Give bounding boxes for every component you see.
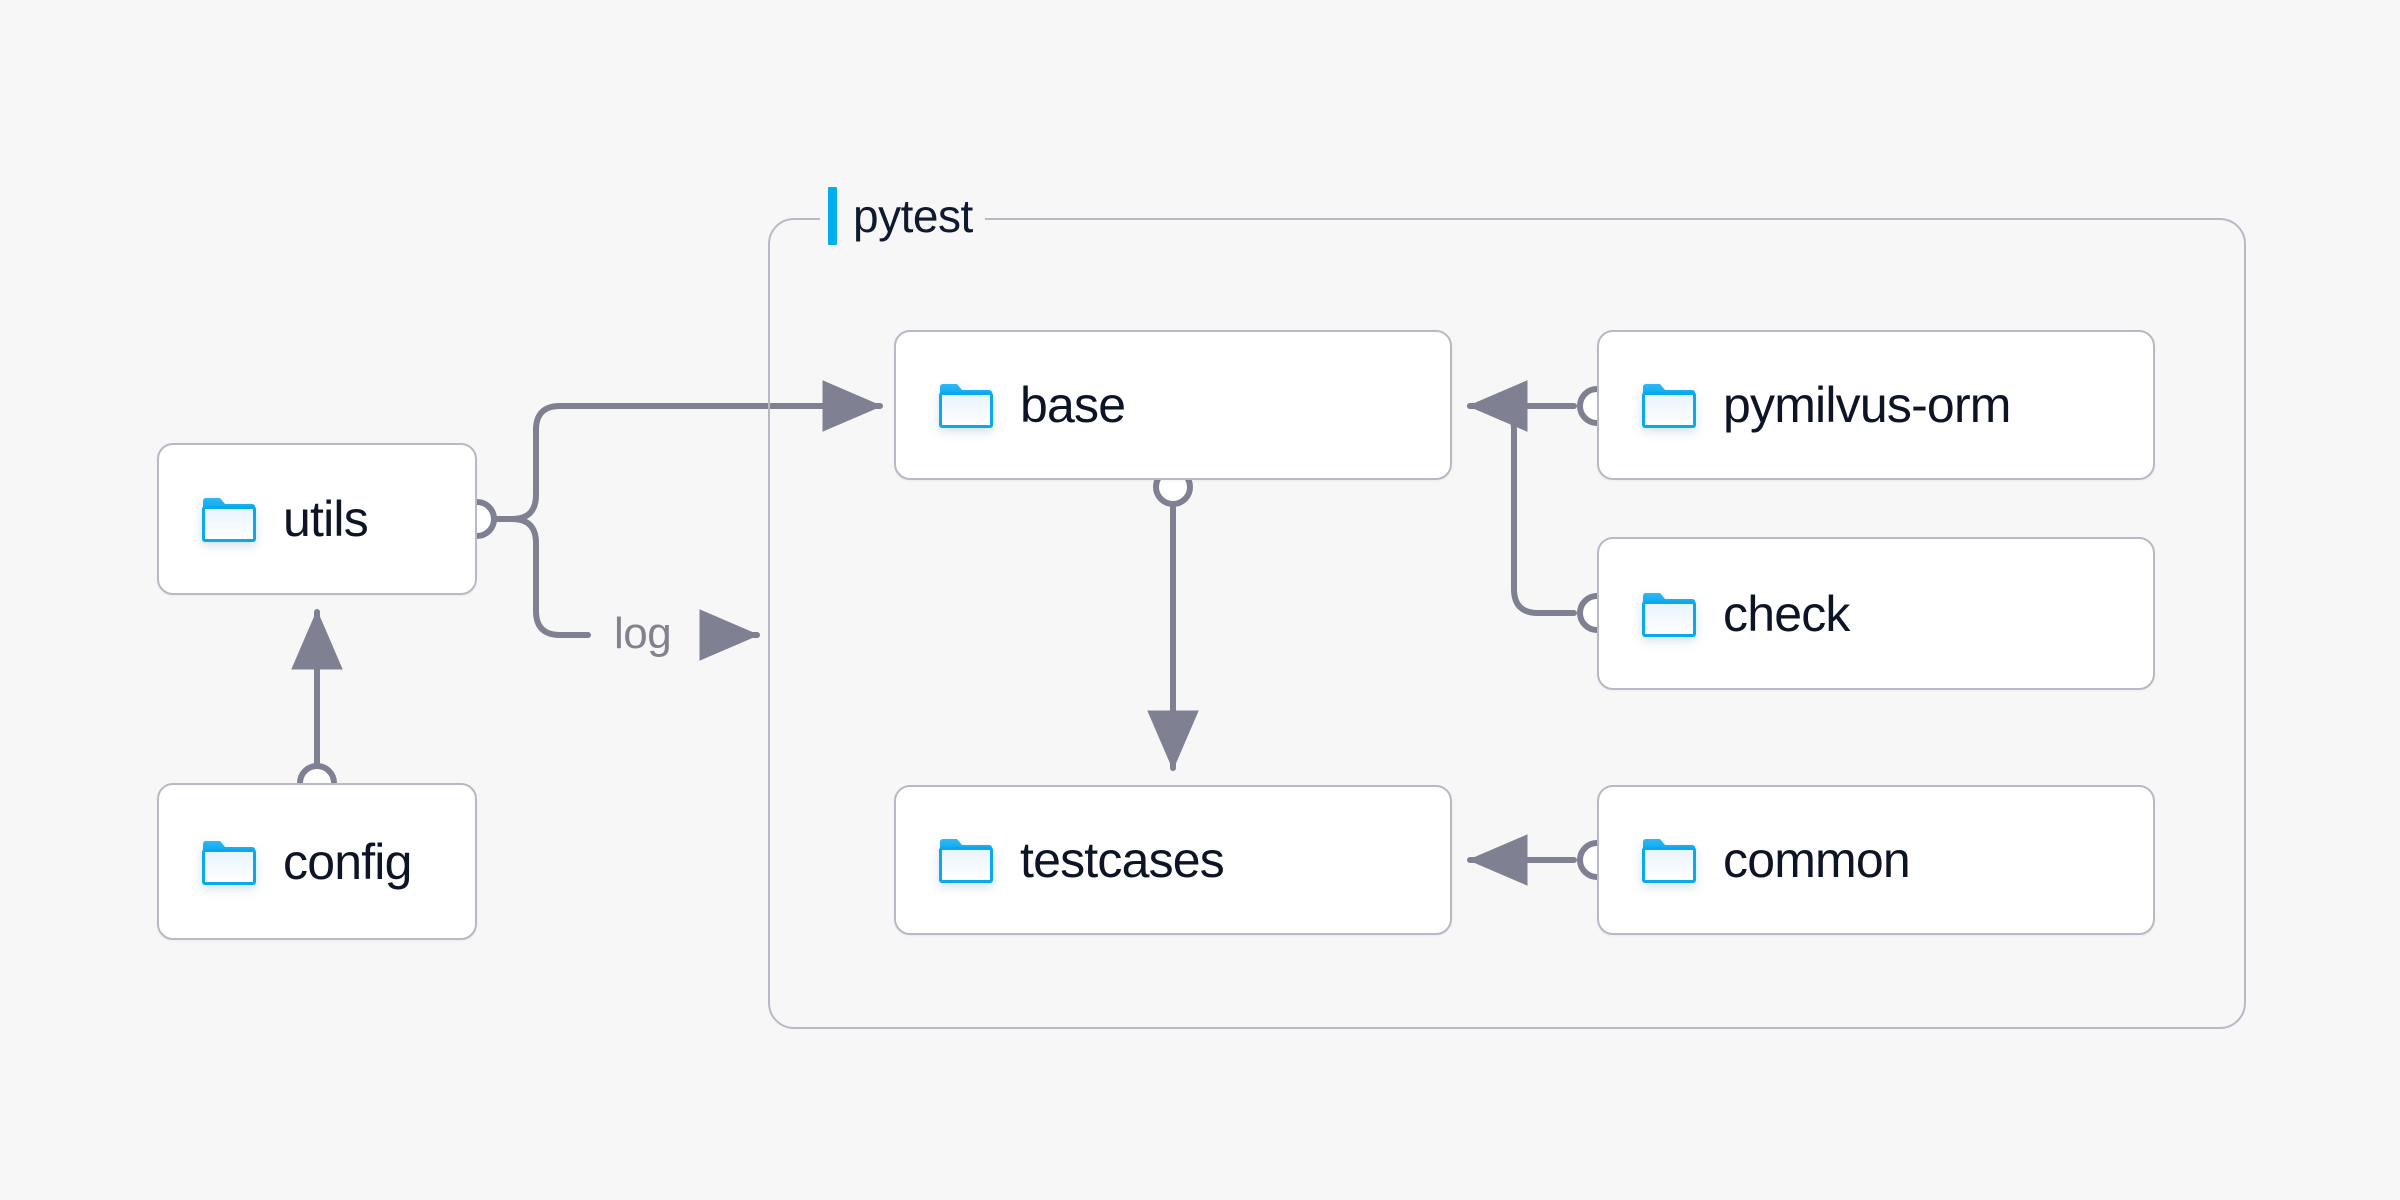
node-check-label: check [1723,585,1850,642]
folder-icon [1642,839,1696,883]
edge-utils-to-log-a [509,516,591,638]
folder-icon [1642,592,1696,637]
folder-icon [939,384,993,428]
group-pytest-label[interactable]: pytest [820,185,985,247]
node-testcases-label: testcases [1020,832,1225,888]
node-config-label: config [283,833,412,890]
node-common[interactable]: common [1597,785,2155,935]
node-testcases[interactable]: testcases [894,785,1452,935]
folder-icon [1642,384,1696,428]
node-pymilvus-orm-label: pymilvus-orm [1723,377,2011,433]
node-check[interactable]: check [1597,537,2155,690]
group-pytest[interactable] [768,218,2246,1029]
node-config[interactable]: config [157,783,477,940]
node-pymilvus-orm[interactable]: pymilvus-orm [1597,330,2155,480]
group-pytest-label-text: pytest [853,190,973,242]
folder-icon [202,840,256,885]
node-base[interactable]: base [894,330,1452,480]
node-base-label: base [1020,377,1126,433]
folder-icon [202,498,256,542]
node-utils-label: utils [283,491,369,547]
node-common-label: common [1723,832,1911,888]
node-utils[interactable]: utils [157,443,477,595]
folder-icon [939,839,993,883]
group-accent-bar [828,187,837,245]
edge-label-log: log [600,612,686,656]
